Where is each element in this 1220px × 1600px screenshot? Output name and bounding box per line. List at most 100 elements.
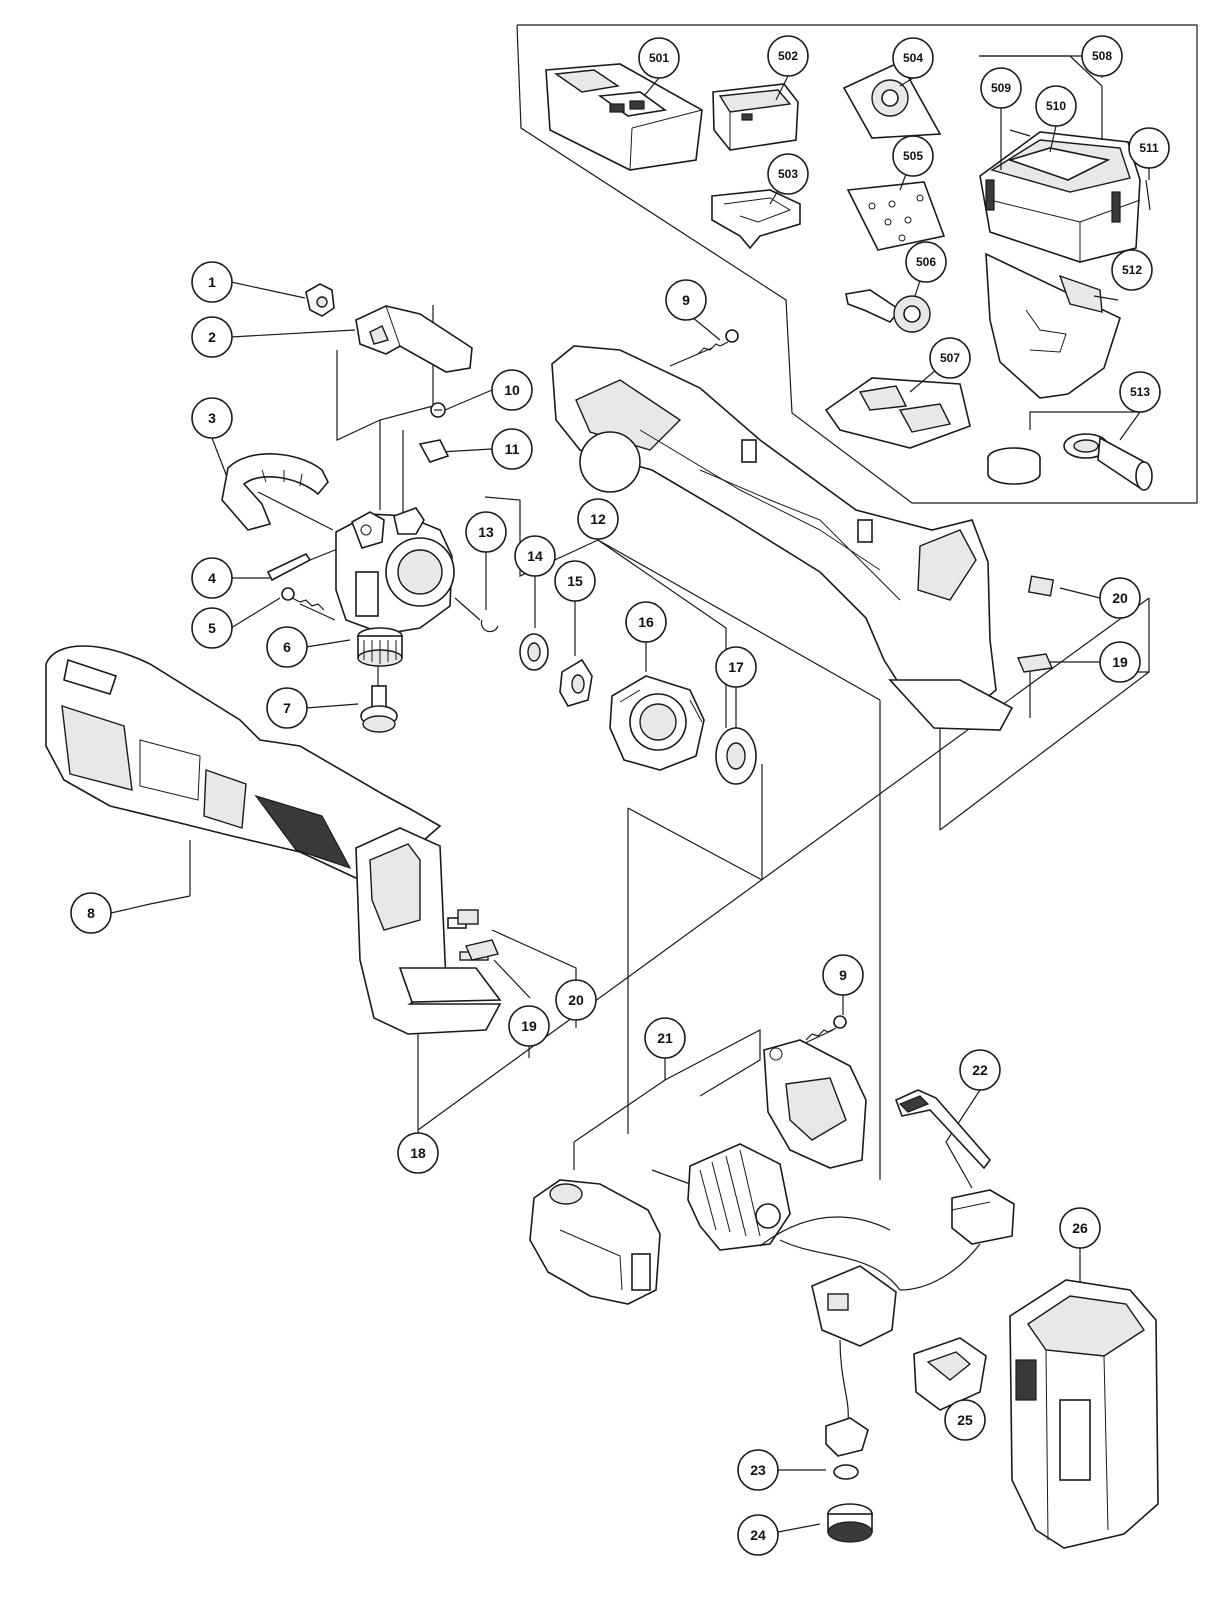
- o-ring-part: [833, 1464, 859, 1480]
- rubber-pad-lower-part: [457, 909, 479, 925]
- callout-502: 502: [767, 35, 809, 77]
- callout-511: 511: [1128, 127, 1170, 169]
- callout-504: 504: [892, 37, 934, 79]
- sanding-pad-part: [842, 60, 942, 139]
- callout-7: 7: [266, 687, 308, 729]
- callout-13: 13: [465, 511, 507, 553]
- svg-text:14: 14: [527, 548, 543, 564]
- accessory-box: [516, 24, 1198, 504]
- callout-5: 5: [191, 607, 233, 649]
- tapping-screw-part: [281, 587, 325, 611]
- callout-1: 1: [191, 261, 233, 303]
- battery-holder-part: [711, 189, 801, 250]
- speed-dial-knob-part: [827, 1503, 873, 1543]
- svg-text:15: 15: [567, 573, 583, 589]
- callout-9-upper: 9: [665, 279, 707, 321]
- callout-11: 11: [491, 428, 533, 470]
- svg-text:511: 511: [1139, 141, 1159, 155]
- label-plate-lower-part: [465, 939, 499, 961]
- svg-text:512: 512: [1122, 263, 1142, 277]
- ball-bearing-large-part: [715, 727, 757, 785]
- callout-503: 503: [767, 153, 809, 195]
- svg-text:10: 10: [504, 382, 520, 398]
- torsion-spring-part: [221, 453, 329, 531]
- callout-501: 501: [638, 37, 680, 79]
- svg-text:503: 503: [778, 167, 798, 181]
- callout-19-lower: 19: [508, 1005, 550, 1047]
- callout-17: 17: [715, 646, 757, 688]
- svg-text:501: 501: [649, 51, 669, 65]
- bearing-holder-part: [609, 675, 705, 771]
- svg-text:19: 19: [521, 1018, 537, 1034]
- svg-text:17: 17: [728, 659, 744, 675]
- dust-nozzle-part: [987, 433, 1153, 491]
- battery-terminal-part: [913, 1337, 987, 1411]
- callout-506: 506: [905, 241, 947, 283]
- callout-22: 22: [959, 1049, 1001, 1091]
- callout-4: 4: [191, 557, 233, 599]
- eccentric-bushing-part: [559, 658, 593, 707]
- callout-15: 15: [554, 560, 596, 602]
- callout-20-lower: 20: [555, 979, 597, 1021]
- callout-509: 509: [980, 67, 1022, 109]
- housing-left-half-part: [45, 645, 502, 1035]
- battery-pack-small-part: [712, 83, 799, 151]
- svg-text:9: 9: [682, 292, 690, 308]
- rubber-pad-upper-part: [1027, 575, 1055, 597]
- battery-pack-part: [1009, 1279, 1159, 1549]
- tool-case-part: [979, 131, 1141, 263]
- svg-text:509: 509: [991, 81, 1011, 95]
- screw-small-part: [430, 402, 446, 418]
- svg-text:12: 12: [590, 511, 606, 527]
- sanding-sheet-part: [846, 181, 946, 251]
- spindle-part: [357, 627, 403, 667]
- svg-text:16: 16: [638, 614, 654, 630]
- callout-23: 23: [737, 1449, 779, 1491]
- svg-text:18: 18: [410, 1145, 426, 1161]
- svg-text:11: 11: [505, 441, 520, 457]
- saw-blade-part: [845, 289, 931, 333]
- callout-508: 508: [1081, 35, 1123, 77]
- callout-24: 24: [737, 1514, 779, 1556]
- svg-text:9: 9: [839, 967, 847, 983]
- svg-text:508: 508: [1092, 49, 1112, 63]
- speed-dial-pcb-part: [825, 1417, 869, 1457]
- housing-screw-upper-part: [697, 329, 739, 355]
- svg-text:26: 26: [1072, 1220, 1088, 1236]
- svg-text:2: 2: [208, 329, 216, 345]
- callout-14: 14: [514, 535, 556, 577]
- callout-6: 6: [266, 626, 308, 668]
- callout-21: 21: [644, 1017, 686, 1059]
- svg-text:1: 1: [208, 274, 216, 290]
- callout-20-upper: 20: [1099, 577, 1141, 619]
- svg-text:505: 505: [903, 149, 923, 163]
- housing-right-half-part: [551, 345, 1014, 731]
- callout-512: 512: [1111, 249, 1153, 291]
- svg-text:6: 6: [283, 639, 291, 655]
- svg-text:513: 513: [1130, 385, 1150, 399]
- spring-clip-part: [418, 439, 450, 463]
- insert-tray-part: [824, 377, 971, 449]
- switch-module-part: [951, 1189, 1015, 1245]
- clamp-lever-part: [355, 305, 473, 373]
- svg-text:502: 502: [778, 49, 798, 63]
- controller-harness-part: [759, 1216, 981, 1421]
- svg-text:25: 25: [957, 1412, 973, 1428]
- svg-text:8: 8: [87, 905, 95, 921]
- ball-bearing-small-part: [519, 633, 549, 671]
- motor-end-bracket-part: [763, 1039, 867, 1169]
- callout-19-upper: 19: [1099, 641, 1141, 683]
- retaining-ring-part: [480, 619, 499, 633]
- svg-text:24: 24: [750, 1527, 766, 1543]
- svg-text:504: 504: [903, 51, 923, 65]
- stator-part: [529, 1179, 661, 1305]
- callout-18: 18: [397, 1132, 439, 1174]
- svg-text:21: 21: [657, 1030, 673, 1046]
- svg-text:507: 507: [940, 351, 960, 365]
- callout-3: 3: [191, 397, 233, 439]
- callout-8: 8: [70, 892, 112, 934]
- callout-2: 2: [191, 316, 233, 358]
- gear-housing-part: [335, 507, 455, 635]
- svg-text:19: 19: [1112, 654, 1128, 670]
